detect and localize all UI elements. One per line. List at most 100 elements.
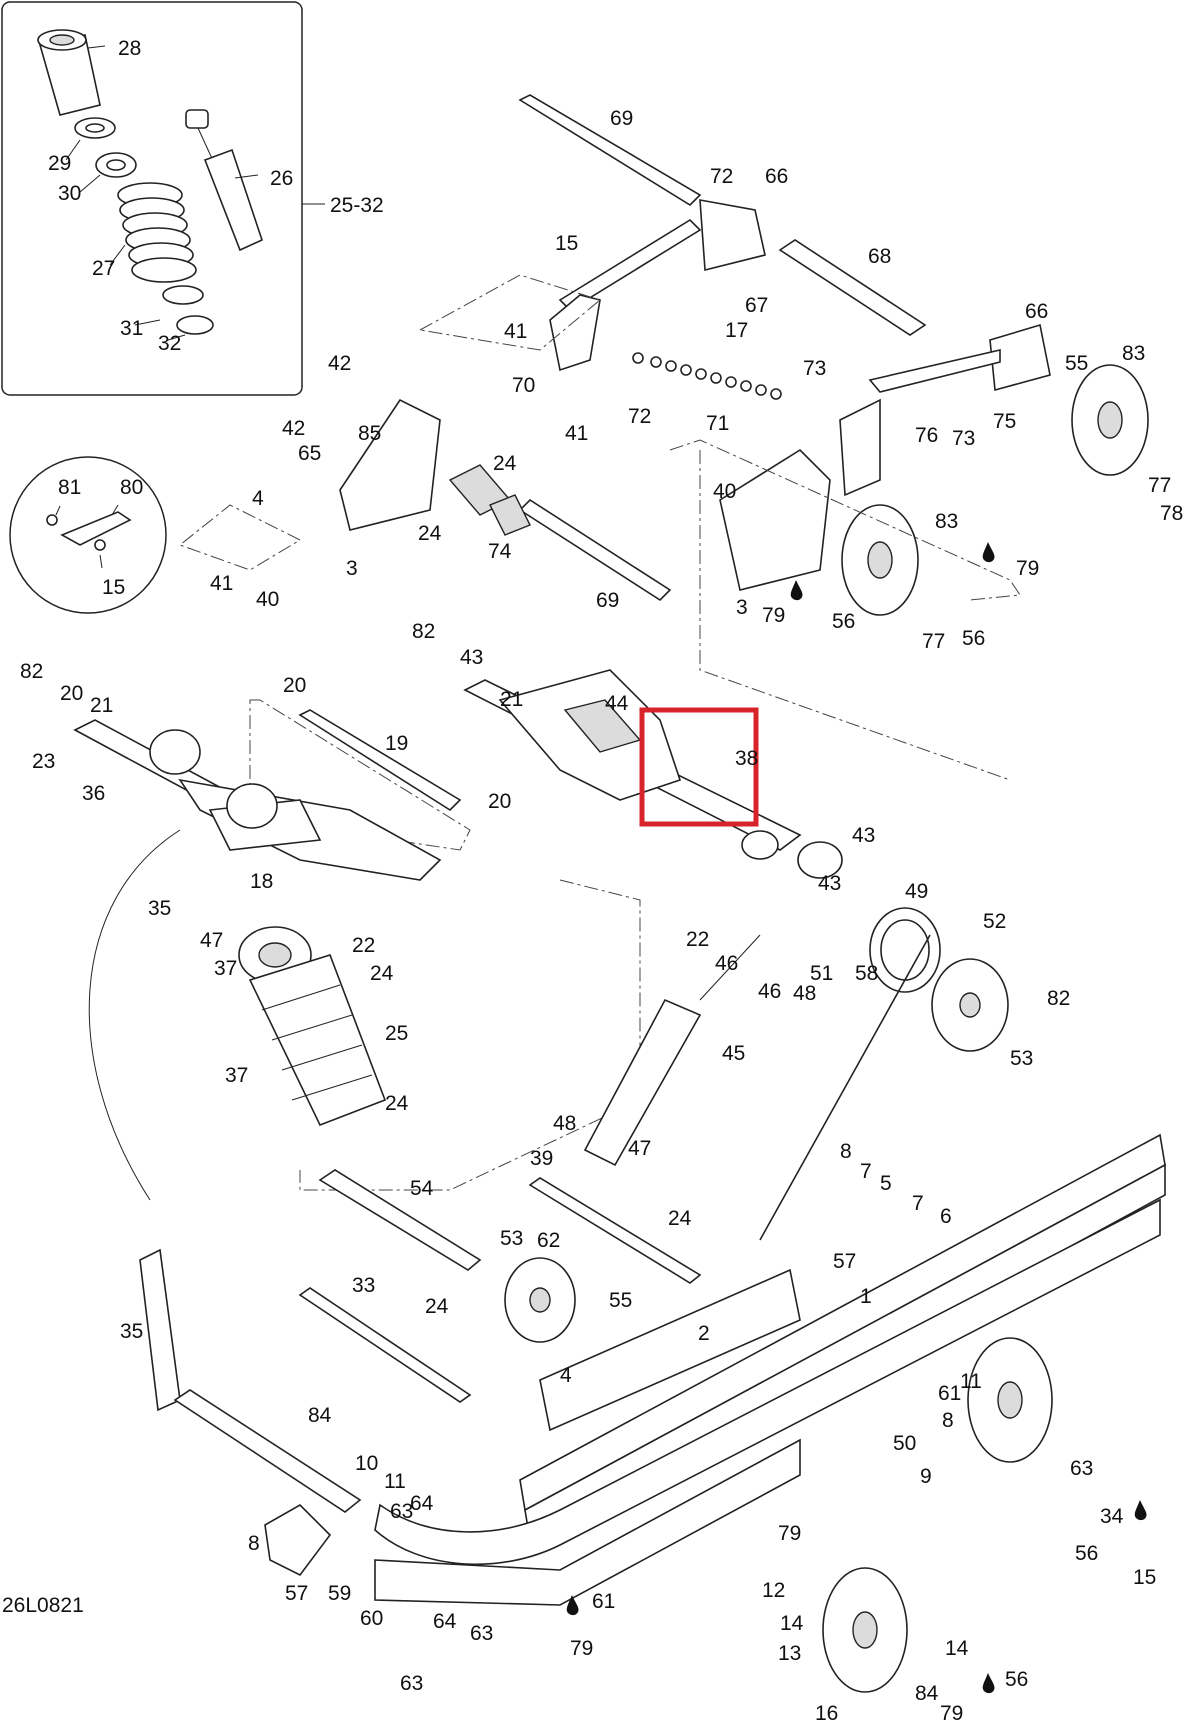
oil-drop-icon [1134, 1500, 1147, 1521]
oil-drop-icon [982, 542, 995, 563]
part-label: 79 [570, 1637, 593, 1660]
part-label: 36 [82, 782, 105, 805]
part-label: 8 [840, 1140, 852, 1163]
part-label: 77 [922, 630, 945, 653]
part-label: 33 [352, 1274, 375, 1297]
part-label: 5 [880, 1172, 892, 1195]
figure-code: 26L0821 [2, 1594, 84, 1617]
part-label: 23 [32, 750, 55, 773]
part-label: 55 [609, 1289, 632, 1312]
oil-drop-icon [790, 580, 803, 601]
part-label: 42 [328, 352, 351, 375]
part-label: 85 [358, 422, 381, 445]
part-label: 14 [780, 1612, 804, 1635]
part-label: 56 [962, 627, 985, 650]
part-label: 63 [400, 1672, 423, 1695]
part-label: 11 [384, 1470, 406, 1493]
part-label: 15 [1133, 1566, 1156, 1589]
part-label: 46 [715, 952, 738, 975]
part-label: 81 [58, 476, 81, 499]
part-label: 29 [48, 152, 71, 175]
part-label: 79 [940, 1702, 963, 1725]
part-label: 61 [592, 1590, 615, 1613]
part-label: 84 [308, 1404, 332, 1427]
part-label: 53 [1010, 1047, 1033, 1070]
part-label: 26 [270, 167, 293, 190]
part-label: 6 [940, 1205, 952, 1228]
part-label: 2 [698, 1322, 710, 1345]
part-label: 15 [555, 232, 578, 255]
spring-coil [117, 182, 197, 283]
part-label: 40 [256, 588, 279, 611]
part-label: 39 [530, 1147, 553, 1170]
part-label: 17 [725, 319, 748, 342]
part-label: 15 [102, 576, 125, 599]
part-label: 59 [328, 1582, 351, 1605]
part-label: 43 [818, 872, 841, 895]
part-label: 50 [893, 1432, 916, 1455]
part-label: 78 [1160, 502, 1183, 525]
part-label: 53 [500, 1227, 523, 1250]
part-label: 7 [912, 1192, 924, 1215]
part-label: 37 [225, 1064, 248, 1087]
part-label: 75 [993, 410, 1016, 433]
part-label: 24 [493, 452, 517, 475]
part-label: 79 [778, 1522, 801, 1545]
part-label: 8 [942, 1409, 954, 1432]
part-label: 46 [758, 980, 781, 1003]
part-label: 74 [488, 540, 512, 563]
part-label: 82 [1047, 987, 1070, 1010]
part-label: 68 [868, 245, 891, 268]
part-label: 11 [960, 1370, 982, 1393]
part-label: 70 [512, 374, 535, 397]
part-label: 24 [418, 522, 442, 545]
part-label: 42 [282, 417, 305, 440]
part-label: 69 [596, 589, 619, 612]
part-label: 54 [410, 1177, 434, 1200]
slide-rail [374, 1133, 1166, 1606]
part-label: 71 [706, 412, 729, 435]
part-label: 72 [710, 165, 733, 188]
shock-kit-inset [1, 1, 325, 396]
part-label: 69 [610, 107, 633, 130]
part-label: 43 [852, 824, 875, 847]
part-label: 27 [92, 257, 115, 280]
part-label: 22 [352, 934, 375, 957]
tensioner-shock [583, 934, 761, 1167]
part-label: 45 [722, 1042, 745, 1065]
part-label: 49 [905, 880, 928, 903]
part-label: 1 [860, 1285, 872, 1308]
part-label: 77 [1148, 474, 1171, 497]
part-label: 72 [628, 405, 651, 428]
upper-frame [339, 94, 1149, 616]
part-label: 73 [952, 427, 975, 450]
part-label: 80 [120, 476, 143, 499]
part-label: 21 [90, 694, 113, 717]
part-label: 55 [1065, 352, 1088, 375]
part-label: 66 [765, 165, 788, 188]
part-label: 21 [500, 688, 523, 711]
part-label: 57 [833, 1250, 856, 1273]
part-label: 63 [390, 1500, 413, 1523]
part-label: 66 [1025, 300, 1048, 323]
part-label: 65 [298, 442, 321, 465]
part-label: 63 [1070, 1457, 1093, 1480]
part-label: 56 [832, 610, 855, 633]
part-label: 41 [504, 320, 527, 343]
part-label: 24 [385, 1092, 409, 1115]
part-label: 25 [385, 1022, 408, 1045]
part-label: 79 [1016, 557, 1039, 580]
part-label: 64 [410, 1492, 434, 1515]
part-label: 83 [935, 510, 958, 533]
part-label: 61 [938, 1382, 961, 1405]
part-label: 76 [915, 424, 938, 447]
part-label: 60 [360, 1607, 383, 1630]
part-label: 82 [20, 660, 43, 683]
part-label: 35 [120, 1320, 143, 1343]
part-label: 30 [58, 182, 81, 205]
part-label: 51 [810, 962, 833, 985]
part-label: 19 [385, 732, 408, 755]
part-label: 73 [803, 357, 826, 380]
